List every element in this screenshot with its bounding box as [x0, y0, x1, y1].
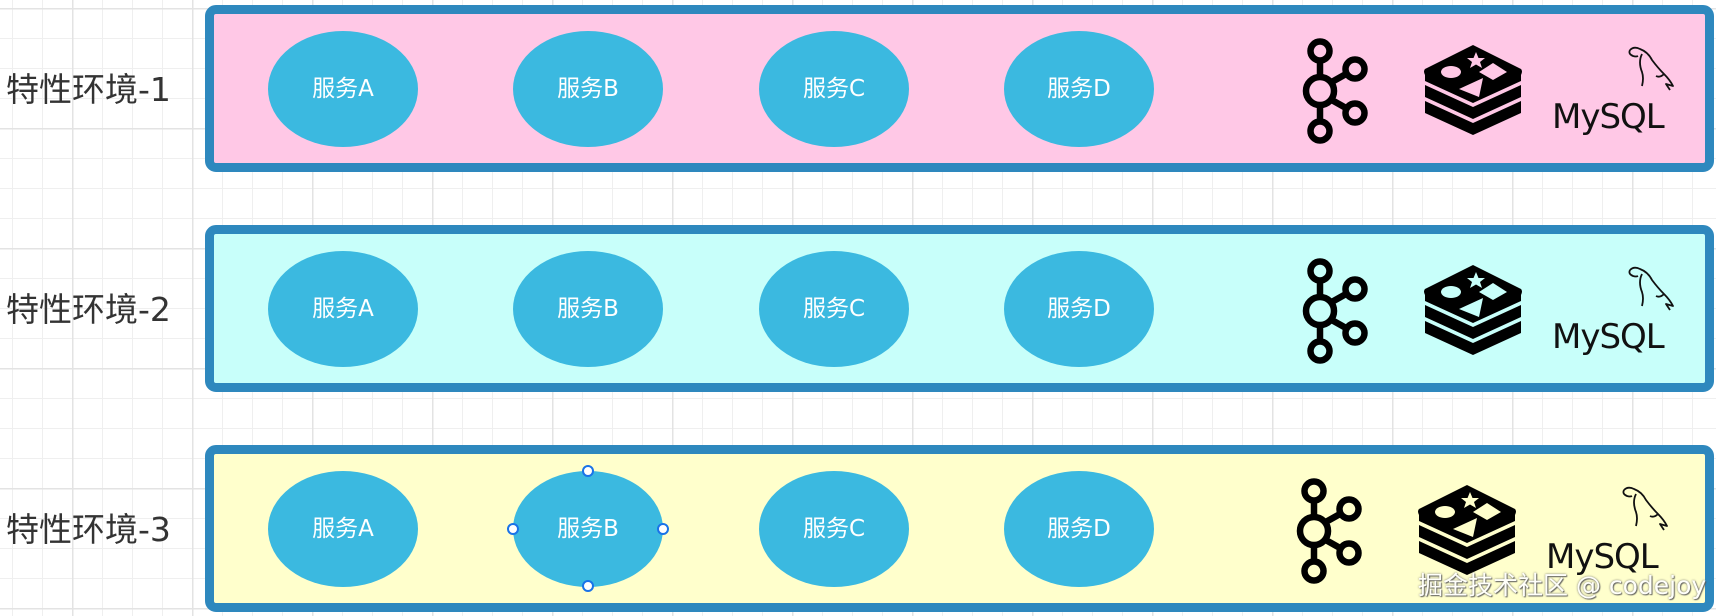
kafka-icon[interactable] — [1296, 476, 1366, 592]
resize-handle-right[interactable] — [657, 523, 669, 535]
service-d-env3[interactable]: 服务D — [1004, 471, 1154, 587]
service-c-env3[interactable]: 服务C — [759, 471, 909, 587]
service-c-env1[interactable]: 服务C — [759, 31, 909, 147]
env-label-1: 特性环境-1 — [6, 70, 171, 109]
env-label-2: 特性环境-2 — [6, 290, 171, 329]
mysql-label: MySQL — [1552, 317, 1665, 357]
service-a-env3[interactable]: 服务A — [268, 471, 418, 587]
resize-handle-top[interactable] — [582, 465, 594, 477]
mysql-label: MySQL — [1552, 97, 1665, 137]
mysql-logo[interactable]: MySQL — [1546, 484, 1676, 574]
resize-handle-bottom[interactable] — [582, 580, 594, 592]
resize-handle-left[interactable] — [507, 523, 519, 535]
mysql-logo[interactable]: MySQL — [1552, 44, 1682, 134]
redis-icon[interactable] — [1417, 485, 1517, 581]
redis-icon[interactable] — [1423, 265, 1523, 361]
watermark: 掘金技术社区 @ codejoy — [1418, 571, 1707, 600]
redis-icon[interactable] — [1423, 45, 1523, 141]
service-b-env1[interactable]: 服务B — [513, 31, 663, 147]
mysql-dolphin-icon — [1624, 264, 1676, 320]
service-b-env2[interactable]: 服务B — [513, 251, 663, 367]
kafka-icon[interactable] — [1302, 36, 1372, 152]
mysql-logo[interactable]: MySQL — [1552, 264, 1682, 354]
kafka-icon[interactable] — [1302, 256, 1372, 372]
env-label-3: 特性环境-3 — [6, 510, 171, 549]
service-a-env1[interactable]: 服务A — [268, 31, 418, 147]
mysql-label: MySQL — [1546, 537, 1659, 577]
service-c-env2[interactable]: 服务C — [759, 251, 909, 367]
service-a-env2[interactable]: 服务A — [268, 251, 418, 367]
service-b-env3-selected[interactable]: 服务B — [513, 471, 663, 587]
service-d-env1[interactable]: 服务D — [1004, 31, 1154, 147]
mysql-dolphin-icon — [1624, 44, 1676, 100]
mysql-dolphin-icon — [1618, 484, 1670, 540]
service-d-env2[interactable]: 服务D — [1004, 251, 1154, 367]
